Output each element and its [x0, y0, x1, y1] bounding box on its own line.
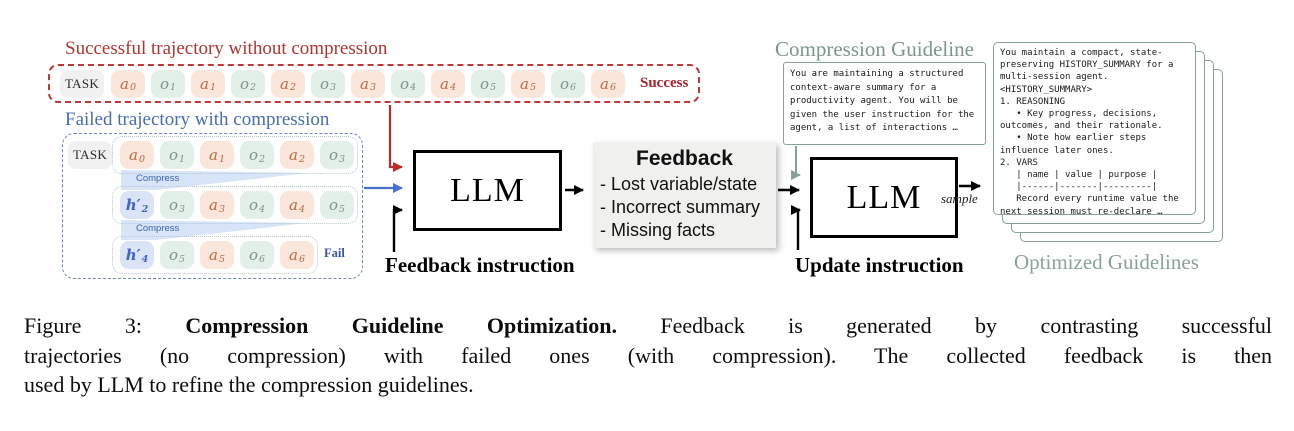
task-chip-failed: TASK	[68, 141, 112, 169]
compression-guideline-text: You are maintaining a structured context…	[790, 69, 975, 134]
failed-trajectory-title: Failed trajectory with compression	[65, 109, 330, 130]
sample-label: sample	[941, 191, 978, 206]
caption-bold-title: Compression Guideline Optimization.	[185, 313, 618, 338]
figure-caption: Figure 3: Compression Guideline Optimiza…	[24, 311, 1272, 400]
compression-guideline-title: Compression Guideline	[775, 37, 974, 61]
failed-trajectory-box	[62, 133, 363, 279]
caption-line-1-rest: Feedback is generated by contrasting suc…	[617, 313, 1273, 338]
compress-label-2: Compress	[136, 223, 180, 234]
caption-figure-number: Figure 3:	[24, 313, 186, 338]
fail-badge: Fail	[324, 246, 345, 260]
caption-line-3: used by LLM to refine the compression gu…	[24, 372, 474, 397]
feedback-item-3: - Missing facts	[600, 220, 716, 240]
compression-guideline-box: You are maintaining a structured context…	[783, 62, 986, 145]
feedback-box: Feedback - Lost variable/state - Incorre…	[593, 142, 776, 248]
success-to-llm1-arrow	[388, 105, 403, 172]
update-instruction-label: Update instruction	[795, 253, 964, 277]
guideline-card-text: You maintain a compact, state- preservin…	[1000, 48, 1179, 217]
feedback-item-1: - Lost variable/state	[600, 174, 758, 194]
update-instruction-to-llm2-arrow	[791, 205, 801, 250]
feedback-instruction-to-llm1-arrow	[392, 205, 403, 252]
guideline-card-1: You maintain a compact, state- preservin…	[993, 42, 1196, 217]
llm1-box: LLM	[413, 150, 562, 231]
guideline-to-llm2-arrow	[791, 146, 801, 180]
optimized-guidelines-label: Optimized Guidelines	[1014, 250, 1199, 274]
feedback-instruction-label: Feedback instruction	[385, 253, 575, 277]
compress-label-1: Compress	[136, 173, 180, 184]
llm2-box: LLM	[810, 157, 958, 238]
success-badge: Success	[640, 75, 689, 91]
caption-line-1: Figure 3: Compression Guideline Optimiza…	[24, 311, 1272, 341]
task-chip: TASK	[60, 69, 104, 98]
token-h′2: h′2	[120, 191, 154, 219]
token-h′4: h′4	[120, 241, 154, 269]
caption-line-2: trajectories (no compression) with faile…	[24, 342, 1272, 368]
feedback-title: Feedback	[636, 147, 733, 170]
success-trajectory-title: Successful trajectory without compressio…	[65, 38, 388, 59]
feedback-item-2: - Incorrect summary	[600, 197, 761, 217]
